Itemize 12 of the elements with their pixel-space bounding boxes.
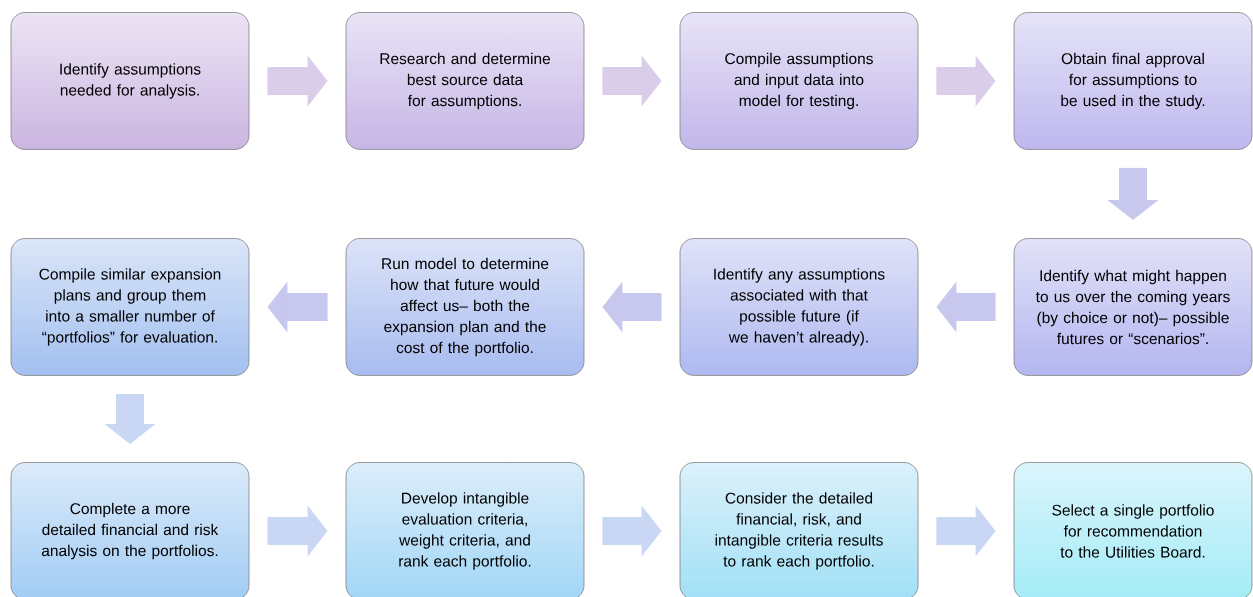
process-box: Identify assumptions needed for analysis.: [10, 12, 250, 150]
process-box: Identify what might happen to us over the coming years (by choice or not)– possible futures or “scenarios”.: [1013, 238, 1253, 376]
process-box: Compile similar expansion plans and group them into a smaller number of “portfolios” for evaluation.: [10, 238, 250, 376]
process-box: Select a single portfolio for recommendation to the Utilities Board.: [1013, 462, 1253, 597]
process-box: Complete a more detailed financial and risk analysis on the portfolios.: [10, 462, 250, 597]
process-box: Identify any assumptions associated with that possible future (if we haven’t already).: [679, 238, 919, 376]
process-box: Research and determine best source data for assumptions.: [345, 12, 585, 150]
process-box: Compile assumptions and input data into model for testing.: [679, 12, 919, 150]
process-box: Consider the detailed financial, risk, and intangible criteria results to rank each portfolio.: [679, 462, 919, 597]
process-box: Obtain final approval for assumptions to be used in the study.: [1013, 12, 1253, 150]
process-box: Run model to determine how that future would affect us– both the expansion plan and the cost of the portfolio.: [345, 238, 585, 376]
process-box: Develop intangible evaluation criteria, weight criteria, and rank each portfolio.: [345, 462, 585, 597]
